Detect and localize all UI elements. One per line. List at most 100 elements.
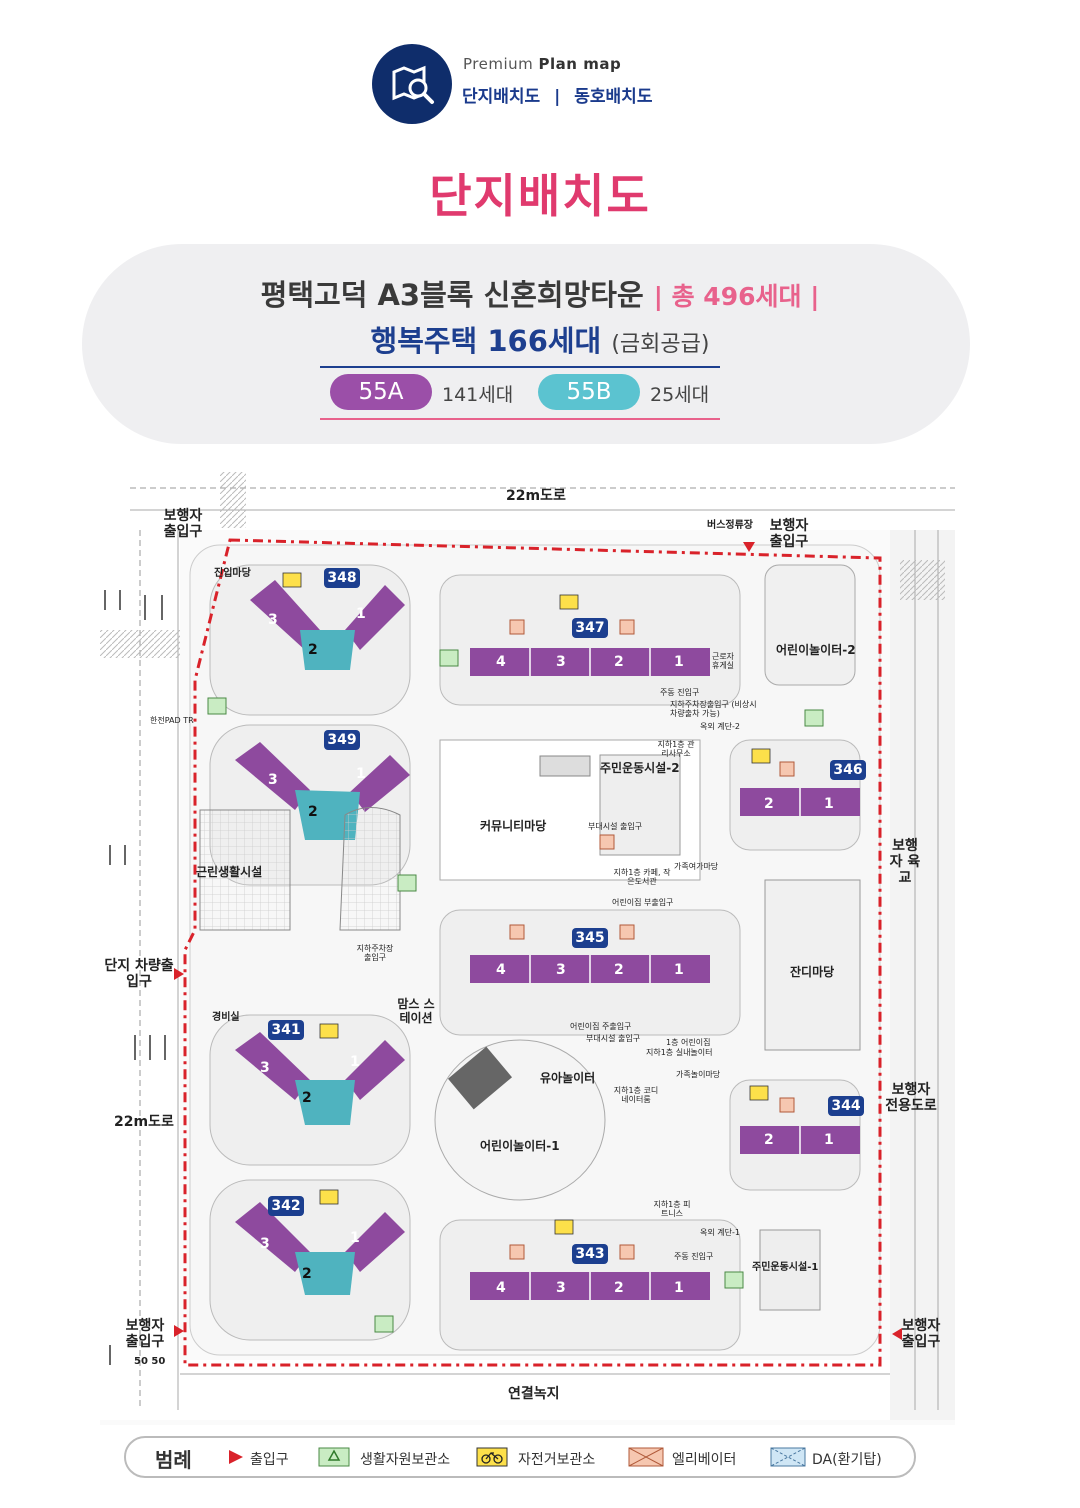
fitness1-label: 주민운동시설-1 — [752, 1262, 819, 1273]
fitness2-label: 주민운동시설-2 — [600, 761, 680, 775]
main-entrance-top-label: 주동 진입구 — [660, 688, 700, 697]
nav-unit-layout[interactable]: 동호배치도 — [574, 87, 653, 107]
fitness-center-label: 지하1층 피트니스 — [653, 1200, 691, 1219]
kindergarten-label: 1층 어린이집 — [666, 1038, 711, 1047]
aux-entrance-label: 부대시설 출입구 — [588, 822, 643, 831]
legend-box — [124, 1436, 916, 1478]
unit-number: 2 — [614, 654, 624, 670]
unit-number: 1 — [674, 962, 684, 978]
moms-station-label: 맘스 스테이션 — [397, 997, 435, 1025]
legend-recycling: 생활자원보관소 — [360, 1452, 451, 1468]
divider-top — [320, 366, 720, 368]
complex-name-line: 평택고덕 A3블록 신혼희망타운 | 총 496세대 | — [260, 278, 820, 312]
unit-number: 2 — [764, 796, 774, 812]
type-55a-badge: 55A — [330, 374, 432, 410]
building-349[interactable] — [235, 742, 410, 840]
unit-number: 2 — [764, 1132, 774, 1148]
divider-bottom — [320, 418, 720, 420]
legend-elevator: 엘리베이터 — [672, 1452, 737, 1468]
type-55a-count: 141세대 — [442, 384, 514, 406]
entry-yard-label: 진입마당 — [214, 568, 251, 579]
site-plan-map — [100, 470, 955, 1425]
building-number-345[interactable]: 345 — [572, 928, 608, 948]
road-label-top: 22m도로 — [506, 488, 566, 504]
unit-number: 4 — [496, 962, 506, 978]
unit-number: 1 — [674, 1280, 684, 1296]
kepco-label: 한전PAD TR — [150, 716, 194, 725]
building-number-349[interactable]: 349 — [324, 730, 360, 750]
map-search-icon — [392, 65, 434, 104]
stairs2-label: 옥외 계단-2 — [700, 722, 740, 731]
unit-number: 1 — [674, 654, 684, 670]
parking-entrance-label: 지하주차장 출입구 — [356, 944, 394, 963]
kids-main-entrance-label: 어린이집 주출입구 — [570, 1022, 632, 1031]
building-number-348[interactable]: 348 — [324, 568, 360, 588]
unit-number: 2 — [302, 1266, 312, 1282]
mgmt-office-label: 지하1층 관리사무소 — [657, 740, 695, 759]
unit-number: 1 — [356, 766, 366, 782]
stairs1-label: 옥외 계단-1 — [700, 1228, 740, 1237]
ped-entrance-top-left: 보행자 출입구 — [163, 508, 203, 541]
infant-play-label: 유아놀이터 — [540, 1071, 596, 1085]
unit-number: 1 — [350, 1054, 360, 1070]
bicycle-icon — [476, 1447, 508, 1467]
unit-number: 3 — [556, 654, 566, 670]
nav-complex-layout[interactable]: 단지배치도 — [462, 87, 541, 107]
page-title: 단지배치도 — [429, 169, 651, 223]
unit-number: 2 — [308, 804, 318, 820]
type-55b-count: 25세대 — [650, 384, 710, 406]
building-number-347[interactable]: 347 — [572, 618, 608, 638]
unit-number: 3 — [556, 1280, 566, 1296]
unit-number: 2 — [614, 1280, 624, 1296]
playground1-label: 어린이놀이터-1 — [480, 1139, 560, 1153]
indoor-play-label: 지하1층 실내놀이터 — [646, 1048, 713, 1057]
type-55b-badge: 55B — [538, 374, 640, 410]
unit-number: 1 — [350, 1230, 360, 1246]
legend-entrance: 출입구 — [250, 1452, 289, 1468]
ped-entrance-bottom-right: 보행자 출입구 — [901, 1318, 941, 1351]
elevator-icon — [628, 1447, 664, 1467]
unit-number: 3 — [268, 612, 278, 628]
site-plan-drawing — [100, 470, 955, 1425]
main-entrance-bottom-label: 주동 진입구 — [674, 1252, 714, 1261]
unit-number: 2 — [308, 642, 318, 658]
unit-number: 4 — [496, 654, 506, 670]
unit-number: 1 — [824, 1132, 834, 1148]
guard-label: 경비실 — [212, 1012, 240, 1023]
ped-entrance-top-right: 보행자 출입구 — [769, 518, 809, 551]
family-play-label: 가족놀이마당 — [676, 1070, 721, 1079]
road-label-left: 22m도로 — [114, 1114, 174, 1130]
summary-box — [82, 244, 970, 444]
building-number-343[interactable]: 343 — [572, 1244, 608, 1264]
playground2-label: 어린이놀이터-2 — [776, 643, 856, 657]
building-342[interactable] — [235, 1202, 405, 1295]
building-341[interactable] — [235, 1032, 405, 1125]
community-yard-label: 커뮤니티마당 — [480, 819, 547, 833]
family-yard-label: 가족여가마당 — [674, 862, 719, 871]
brand-tagline: Premium Plan map — [463, 55, 622, 73]
building-number-341[interactable]: 341 — [268, 1020, 304, 1040]
parking-exit-note: 지하주차장출입구 (비상시 차량출차 가능) — [670, 700, 757, 719]
legend-title: 범례 — [155, 1448, 192, 1472]
cafe-library-label: 지하1층 카페, 작은도서관 — [613, 868, 671, 887]
neighborhood-label: 근린생활시설 — [196, 865, 263, 879]
unit-number: 3 — [260, 1236, 270, 1252]
unit-number: 3 — [260, 1060, 270, 1076]
lawn-label: 잔디마당 — [790, 965, 835, 979]
school-bridge-label: 보행자 육교 — [889, 838, 921, 887]
unit-number: 1 — [356, 606, 366, 622]
kids-aux-entrance-label: 어린이집 부출입구 — [612, 898, 674, 907]
unit-number: 4 — [496, 1280, 506, 1296]
building-number-346[interactable]: 346 — [830, 760, 866, 780]
unit-number: 1 — [824, 796, 834, 812]
aux-entrance2-label: 부대시설 출입구 — [586, 1034, 641, 1043]
legend-vent: DA(환기탑) — [812, 1452, 882, 1468]
worker-rest-label: 근로자 휴게실 — [711, 652, 735, 671]
ped-road-label: 보행자 전용도로 — [885, 1082, 937, 1115]
logo-badge — [372, 44, 452, 124]
vent-icon — [770, 1447, 806, 1467]
unit-number: 2 — [614, 962, 624, 978]
building-number-342[interactable]: 342 — [268, 1196, 304, 1216]
building-348[interactable] — [250, 580, 405, 670]
building-number-344[interactable]: 344 — [828, 1096, 864, 1116]
